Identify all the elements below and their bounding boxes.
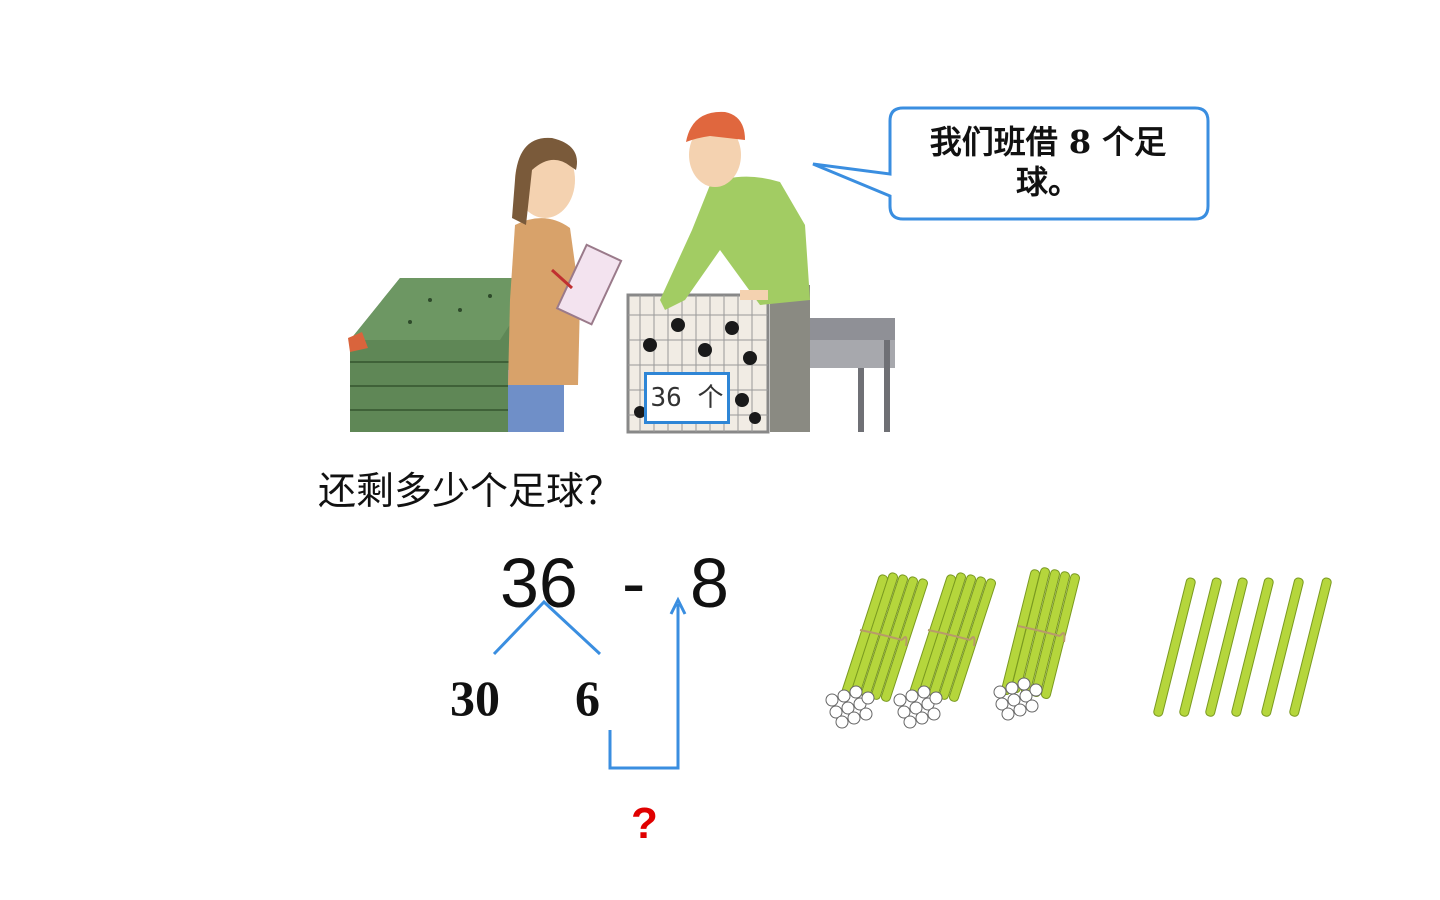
- result-question-mark: ?: [631, 799, 658, 848]
- single-stick: [1289, 577, 1332, 717]
- decomposition-ones: 6: [575, 670, 600, 726]
- decomposition-tens: 30: [450, 670, 500, 726]
- table-image: [810, 318, 895, 432]
- speech-line-2: 球。: [1015, 163, 1080, 201]
- equation-subtrahend: 8: [690, 544, 729, 622]
- speech-bubble: [812, 106, 1210, 221]
- single-stick: [1153, 577, 1196, 717]
- single-stick: [1205, 577, 1248, 717]
- speech-bubble-text: 我们班借 8 个足 球。: [900, 122, 1196, 202]
- crate-count-label: 36 个: [644, 372, 730, 424]
- question-text: 还剩多少个足球？: [318, 469, 623, 513]
- single-stick: [1179, 577, 1222, 717]
- stick-bundle-2: [893, 572, 996, 729]
- stick-bundle-3: [993, 567, 1080, 721]
- decomposition-lines: [492, 596, 687, 770]
- boy-with-cap-image: [660, 111, 810, 432]
- single-stick: [1231, 577, 1274, 717]
- girl-with-clipboard-image: [508, 137, 623, 432]
- equation-operator: -: [622, 544, 646, 622]
- single-sticks: [1153, 577, 1332, 717]
- single-stick: [1261, 577, 1304, 717]
- stick-bundles-of-ten: [825, 567, 1080, 729]
- stick-bundle-1: [825, 572, 928, 729]
- speech-line-1: 我们班借 8 个足: [929, 123, 1167, 161]
